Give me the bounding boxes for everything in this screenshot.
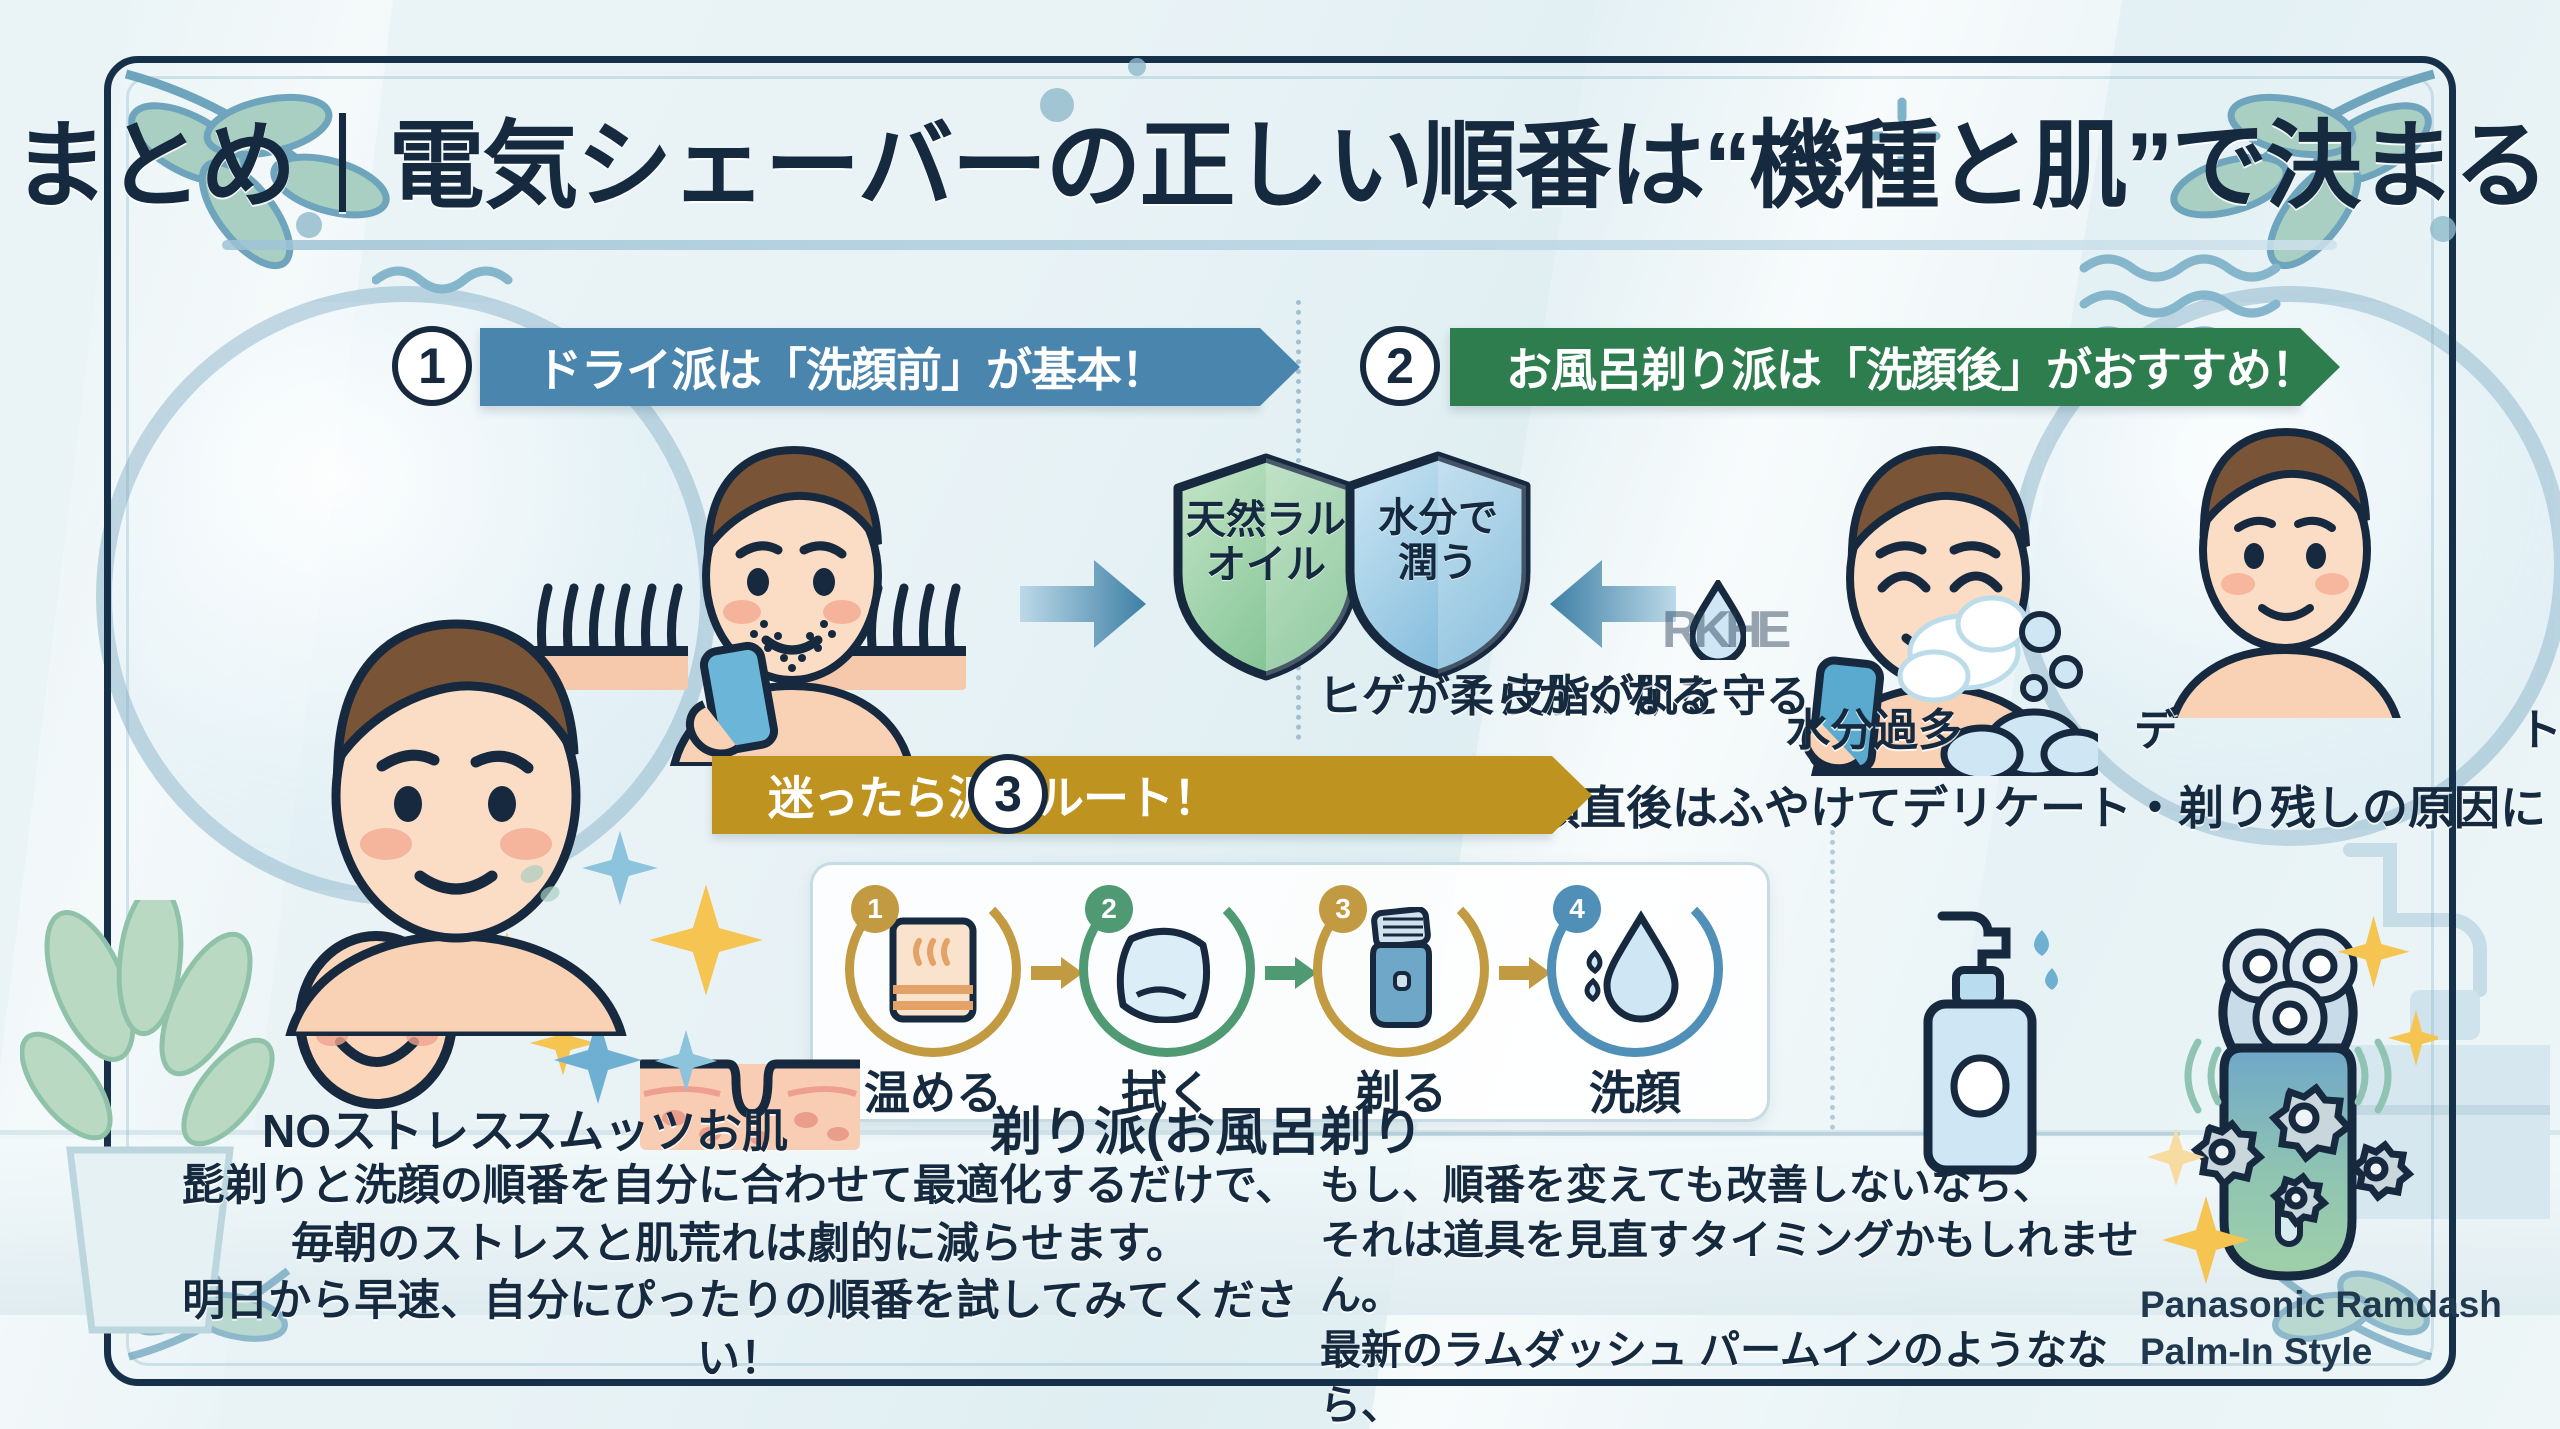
section-2-banner: お風呂剃り派は「洗顔後」がおすすめ！ xyxy=(1450,328,2340,406)
section-1-number-badge: 1 xyxy=(392,326,472,406)
step-arrow-icon xyxy=(1265,957,1317,989)
smooth-skin-icon xyxy=(554,1016,860,1150)
arrow-left-icon xyxy=(1550,560,1676,648)
decor-dot xyxy=(1040,88,1074,122)
section-2-warning: 洗顔直後はふやけてデリケート・剃り残しの原因に xyxy=(1488,782,2546,834)
closing-paragraph-right: もし、順番を変えても改善しないなら、それは道具を見直すタイミングかもしれません。… xyxy=(1320,1162,2139,1428)
step-1: 1 xyxy=(845,881,1021,1057)
decor-dot xyxy=(1128,58,1146,76)
benefit-label-no-stress: NOストレス xyxy=(262,1105,515,1157)
section-divider-horizontal xyxy=(1300,1132,2180,1136)
potted-plant-icon xyxy=(20,900,275,1334)
counter-edge xyxy=(0,1130,2560,1139)
step-3-label: 剃る xyxy=(1355,1067,1447,1119)
step-2-ring xyxy=(1079,881,1255,1057)
step-4-number: 4 xyxy=(1553,885,1601,933)
shaver-icon xyxy=(1370,907,1432,1028)
step-3: 3 xyxy=(1313,881,1489,1057)
panasonic-shaver-illustration xyxy=(2147,915,2438,1284)
step-2: 2 xyxy=(1079,881,1255,1057)
step-1-label: 温める xyxy=(864,1067,1002,1119)
soap-dispenser-icon xyxy=(1923,911,2058,1175)
sparkle-icon xyxy=(529,1010,597,1076)
warm-towel-icon xyxy=(889,917,977,1023)
man-dry-shaving-illustration xyxy=(669,445,915,766)
section-1-caption: 皮脂が肌を守る xyxy=(1502,672,1810,721)
step-3-number: 3 xyxy=(1319,885,1367,933)
step-flow-card: 1 温める 2 拭く xyxy=(810,862,1770,1122)
page-title: まとめ｜電気シェーバーの正しい順番は“機種と肌”で決まる xyxy=(12,113,2549,220)
section-3-number-badge: 3 xyxy=(968,754,1048,834)
step-4-ring xyxy=(1547,881,1723,1057)
section-1-banner: ドライ派は「洗顔前」が基本！ xyxy=(480,328,1300,406)
man-delicate-skin-illustration xyxy=(2169,427,2401,718)
step-4: 4 xyxy=(1547,881,1723,1057)
section-divider-vertical-secondary xyxy=(1830,830,1835,1130)
step-2-label: 拭く xyxy=(1121,1067,1213,1119)
section-2-caption: ヒゲが柔らかくなる xyxy=(1318,672,1714,721)
counter-surface xyxy=(0,1135,2560,1315)
hard-stubble-skin-icon xyxy=(528,583,688,690)
water-drop-icon xyxy=(1584,910,1679,1023)
step-1-number: 1 xyxy=(851,885,899,933)
step-2-number: 2 xyxy=(1085,885,1133,933)
artifact-ghost-text: RKHE xyxy=(1662,601,1791,659)
sub-caption-delicate-skin: デ トな肌 xyxy=(2134,706,2560,755)
cloth-wipe-icon xyxy=(1116,927,1211,1023)
shield-1-text: 天然ラルオイル xyxy=(1186,498,1346,587)
title-underline xyxy=(222,240,2337,250)
decor-dot xyxy=(2430,216,2456,242)
benefit-label-smooth-skin: スムッツお肌 xyxy=(512,1105,788,1157)
sparkle-icon xyxy=(649,884,763,996)
step-3-ring xyxy=(1313,881,1489,1057)
shield-2-text: 水分で潤う xyxy=(1378,496,1498,585)
step-1-ring xyxy=(845,881,1021,1057)
sub-caption-water-excess: 水分過多 xyxy=(1786,706,1962,755)
section-3-overlap-text: 剃り派(お風呂剃り xyxy=(990,1104,1424,1162)
man-wet-shaving-illustration xyxy=(1801,445,2098,776)
man-large-face-illustration xyxy=(285,619,627,1036)
water-drop-icon xyxy=(1690,580,1746,660)
decor-dot xyxy=(296,212,322,238)
arrow-right-icon xyxy=(1020,560,1146,648)
section-2-banner-label: お風呂剃り派は「洗顔後」がおすすめ！ xyxy=(1506,344,2317,396)
section-1-banner-label: ドライ派は「洗顔前」が基本！ xyxy=(536,344,1167,396)
section-3-banner: 迷ったら汎用ルート！ xyxy=(712,756,1592,834)
section-2-number-badge: 2 xyxy=(1360,326,1440,406)
closing-paragraph-left: 髭剃りと洗顔の順番を自分に合わせて最適化するだけで、毎朝のストレスと肌荒れは劇的… xyxy=(181,1162,1299,1383)
moisture-shield-icon xyxy=(1345,451,1531,679)
step-arrow-icon xyxy=(1499,957,1551,989)
sparkle-icon xyxy=(582,830,658,906)
step-4-label: 洗顔 xyxy=(1589,1067,1681,1119)
step-arrow-icon xyxy=(1031,957,1083,989)
natural-oil-shield-icon xyxy=(1173,453,1359,681)
